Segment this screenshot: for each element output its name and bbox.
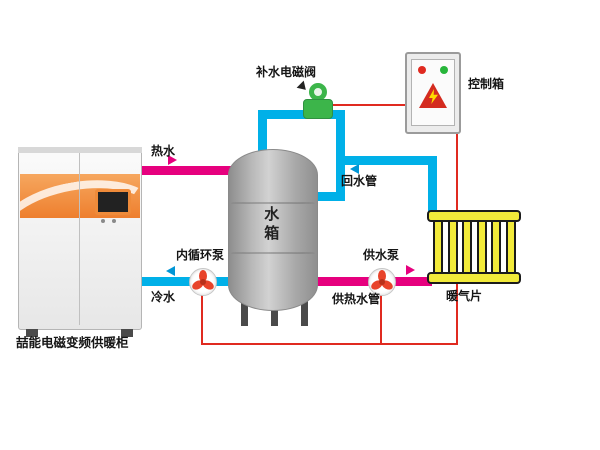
valve-knob [309, 83, 327, 101]
return-riser-pipe [336, 110, 345, 201]
pump-blade-icon [378, 270, 386, 282]
tank-seam [231, 202, 315, 204]
cabinet-foot [121, 329, 133, 337]
cold-water-pipe [142, 277, 234, 286]
makeup-valve-label: 补水电磁阀 [256, 65, 317, 79]
valve-pointer-arrow-icon [296, 80, 310, 94]
return-pipe-label: 回水管 [341, 174, 378, 188]
hot-water-label: 热水 [151, 144, 176, 158]
flow-arrow-left-icon [350, 164, 359, 174]
wire-bottom-horizontal [201, 343, 458, 345]
cold-water-label: 冷水 [151, 290, 176, 304]
tank-leg [241, 300, 248, 326]
pump-hub [379, 279, 385, 285]
tank-label: 水箱 [262, 206, 280, 244]
radiator-fin [491, 220, 501, 274]
cabinet-button [112, 219, 116, 223]
tank-seam [231, 252, 315, 254]
flow-arrow-right-icon [168, 155, 177, 165]
makeup-water-pipe-horizontal [258, 110, 345, 119]
radiator-fin [506, 220, 516, 274]
radiator-top-manifold [427, 210, 521, 222]
inner-pump-label: 内循环泵 [176, 248, 225, 262]
cabinet-button [101, 219, 105, 223]
supply-pump [368, 268, 396, 296]
control-box-label: 控制箱 [468, 77, 505, 91]
tank-leg [271, 300, 278, 326]
cabinet-foot [26, 329, 38, 337]
radiator-fin [477, 220, 487, 274]
wire-to-supply-pump [380, 294, 382, 344]
radiator-fin [462, 220, 472, 274]
green-indicator-light [440, 66, 448, 74]
cabinet-control-panel [95, 189, 131, 215]
flow-arrow-right-icon [406, 265, 415, 275]
wire-valve-to-control [333, 104, 405, 106]
red-indicator-light [418, 66, 426, 74]
water-tank [228, 149, 318, 311]
cabinet-door-split [79, 153, 80, 325]
makeup-water-pipe-to-tank [258, 110, 267, 155]
tank-leg [301, 300, 308, 326]
radiator-return-riser [428, 156, 437, 216]
cabinet-top-strip [18, 147, 142, 153]
flow-arrow-left-icon [166, 266, 175, 276]
supply-pump-label: 供水泵 [363, 248, 400, 262]
hot-water-pipe [142, 166, 234, 175]
return-pipe-horizontal [336, 156, 437, 165]
radiator-fin [448, 220, 458, 274]
return-pipe-into-tank [314, 192, 345, 201]
wire-to-inner-pump [201, 294, 203, 344]
pump-blade-icon [199, 270, 207, 282]
radiator-label: 暖气片 [446, 289, 483, 303]
inner-circulation-pump [189, 268, 217, 296]
pump-hub [200, 279, 206, 285]
lightning-bolt-icon [429, 89, 438, 104]
hot-supply-pipe-label: 供热水管 [332, 292, 381, 306]
cabinet-label: 喆能电磁变频供暖柜 [16, 336, 129, 350]
makeup-solenoid-valve [303, 99, 333, 119]
radiator-fin [433, 220, 443, 274]
radiator-bottom-manifold [427, 272, 521, 284]
